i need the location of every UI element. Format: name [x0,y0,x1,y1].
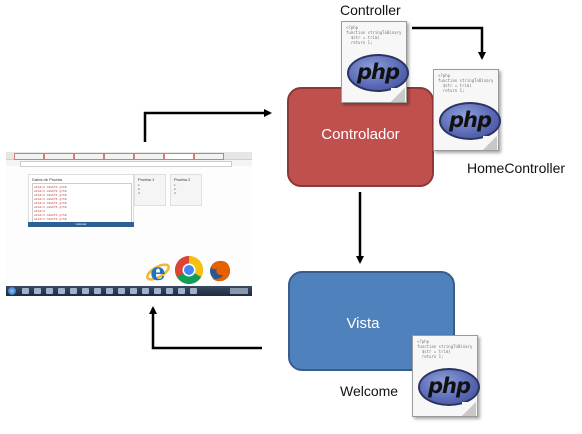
svg-text:e: e [150,258,165,286]
php-file-icon: <?php function stringToBinary $str = tri… [433,69,503,153]
calculate-button: Calcular [28,222,134,227]
welcome-file-label: Welcome [340,383,399,399]
controller-file-label: Controller [340,2,401,18]
browser-tab-bar [6,152,252,160]
controlador-label: Controlador [321,126,400,143]
arrow-browser-to-controlador [143,109,272,142]
internet-explorer-icon: e [146,258,170,286]
controlador-node [287,87,434,187]
homecontroller-file-label: HomeController [467,160,566,176]
browser-url-bar [6,160,252,167]
chrome-icon [175,256,203,284]
php-file-icon: <?php function stringToBinary $str = tri… [412,335,482,419]
test-form: Datos de Prueba a1b2c3 d4e5f6 g7h8 a1b2c… [28,174,134,224]
php-file-icon: <?php function stringToBinary $str = tri… [341,21,411,105]
windows-taskbar [6,286,252,296]
arrow-controller-to-homecontroller [412,26,486,60]
result-card: Prueba 2 1. 2. 3. [170,174,202,206]
arrow-vista-to-browser [149,306,262,350]
vista-label: Vista [346,315,380,332]
firefox-icon [210,260,230,282]
start-button-icon [8,287,16,295]
result-card: Prueba 1 1. 2. 3. [134,174,166,206]
